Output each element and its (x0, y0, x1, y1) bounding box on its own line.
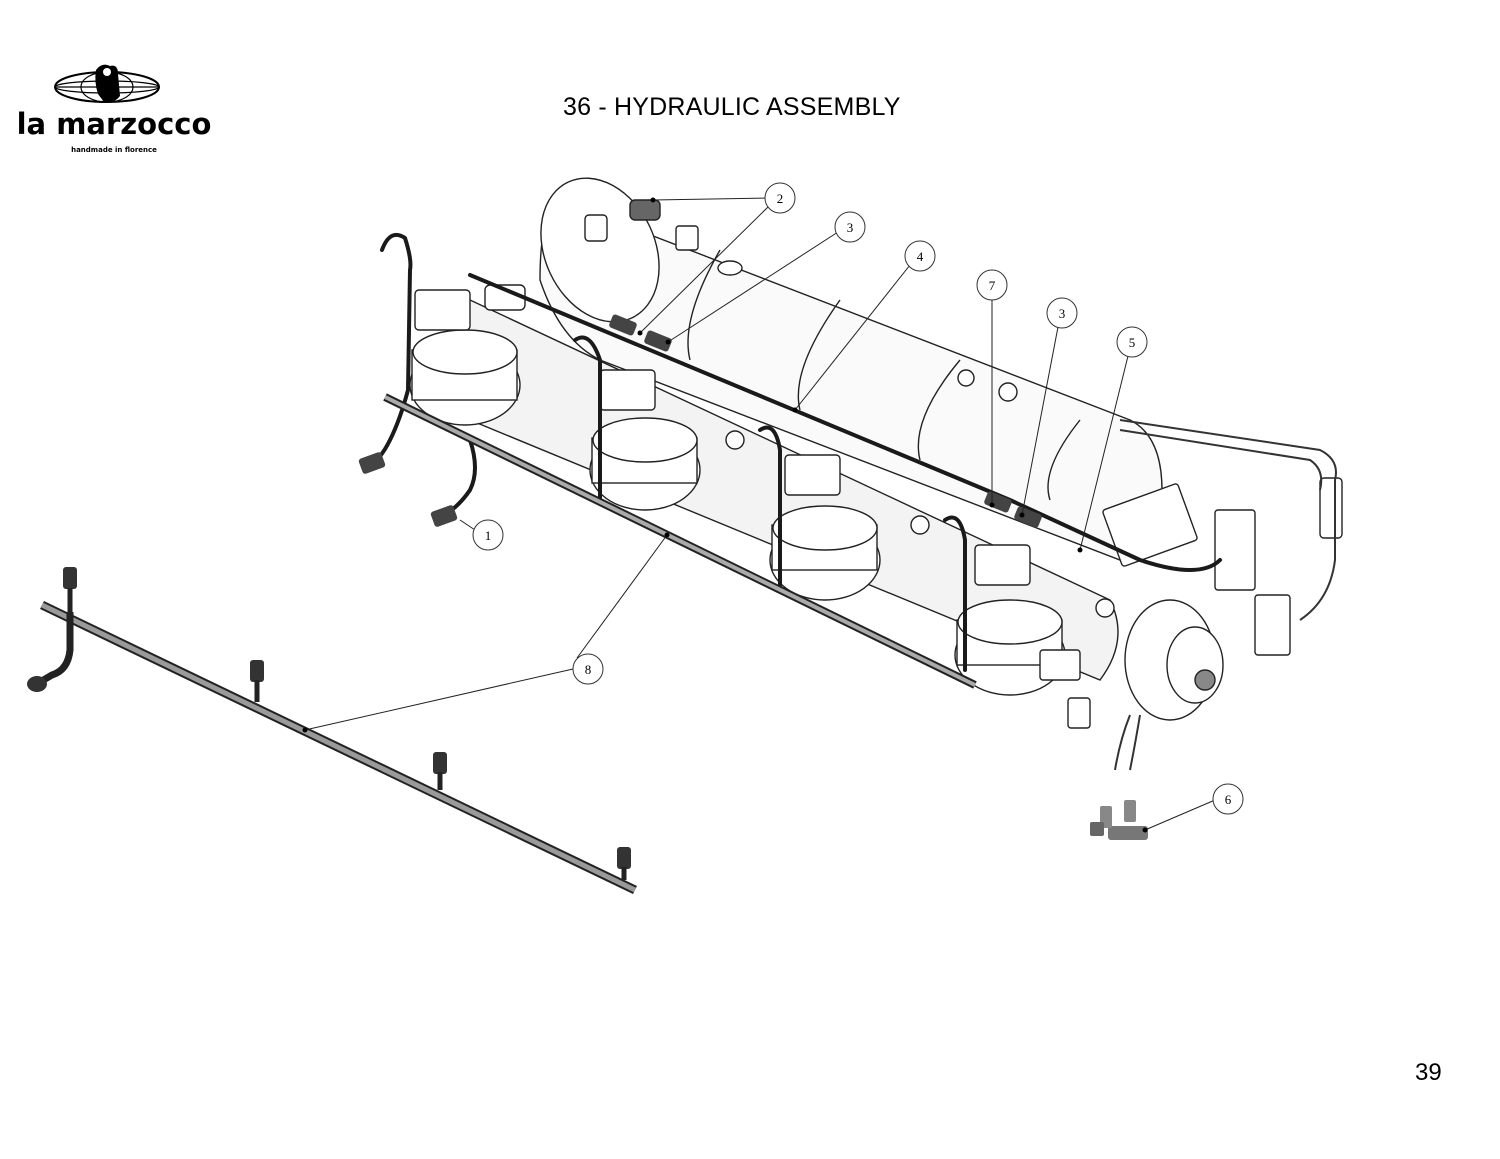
page-title: 36 - HYDRAULIC ASSEMBLY (563, 93, 901, 121)
page-number: 39 (1415, 1059, 1442, 1086)
callout-3b-label: 3 (1059, 306, 1066, 321)
drain-manifold-exploded (27, 567, 637, 895)
tube-fittings (358, 314, 1148, 840)
callout-2: 2 (764, 182, 796, 214)
group-head-2 (589, 369, 745, 511)
brand-name: la marzocco (16, 107, 212, 141)
leader-dots (302, 197, 1148, 833)
callout-8: 8 (572, 653, 604, 685)
water-pipes (1114, 419, 1337, 771)
callout-1: 1 (472, 519, 504, 551)
callout-8-label: 8 (585, 662, 592, 677)
boiler-cylinder (539, 177, 1163, 561)
callout-1-label: 1 (485, 528, 492, 543)
callout-5-label: 5 (1129, 335, 1136, 350)
brand-logo: la marzocco handmade in florence (10, 62, 211, 172)
group-head-3 (769, 454, 930, 601)
callout-7-label: 7 (989, 278, 996, 293)
drain-pipe-upper (383, 393, 977, 689)
globe-lion-emblem-icon (54, 64, 160, 103)
callout-4-label: 4 (917, 249, 924, 264)
group-head-1 (409, 284, 526, 426)
callout-4: 4 (904, 240, 936, 272)
brand-tagline: handmade in florence (71, 146, 157, 154)
pump-assembly (1039, 477, 1343, 729)
callout-3a: 3 (834, 211, 866, 243)
callout-6-label: 6 (1225, 792, 1232, 807)
callout-6: 6 (1212, 783, 1244, 815)
callout-7: 7 (976, 269, 1008, 301)
capillary-tubes (368, 233, 1222, 672)
group-head-4 (954, 544, 1115, 696)
leader-lines (304, 197, 1216, 831)
callout-2-label: 2 (777, 191, 784, 206)
callout-3b: 3 (1046, 297, 1078, 329)
callout-3a-label: 3 (847, 220, 854, 235)
callout-5: 5 (1116, 326, 1148, 358)
